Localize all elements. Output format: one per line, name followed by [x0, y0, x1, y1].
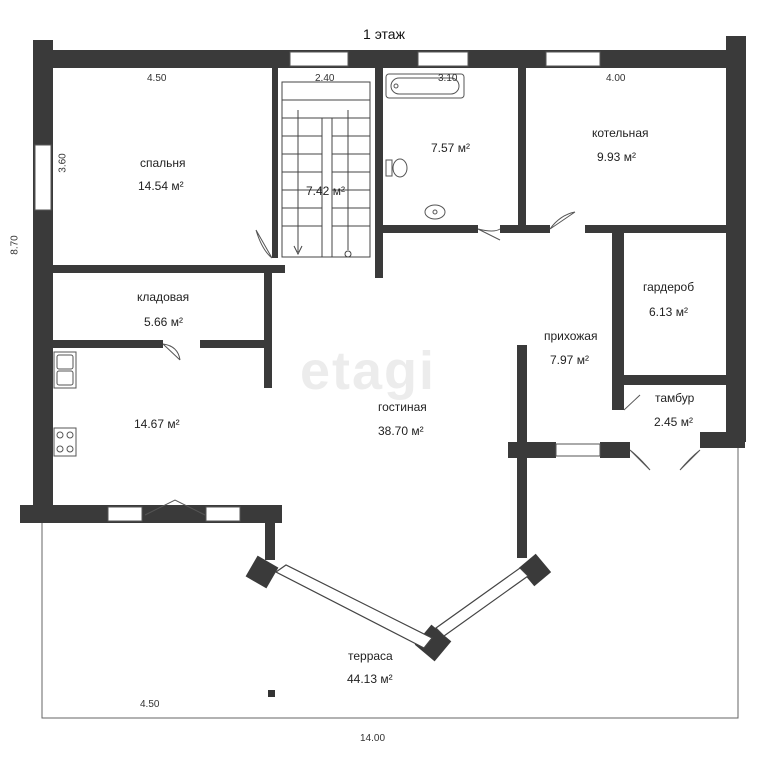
door-boiler — [549, 211, 576, 230]
room-living-name: гостиная — [378, 400, 427, 414]
wall-vest-top — [612, 375, 726, 385]
room-boiler-area: 9.93 м² — [597, 150, 636, 164]
room-wardrobe-area: 6.13 м² — [649, 305, 688, 319]
room-pantry-name: кладовая — [137, 290, 190, 304]
dim-bottom-total: 14.00 — [360, 733, 386, 744]
door-kitchen — [144, 499, 206, 516]
watermark: etagi — [300, 341, 437, 401]
room-stairs-area: 7.42 м² — [306, 184, 345, 198]
wall-stairs-left — [272, 68, 278, 258]
window-boiler — [545, 51, 601, 67]
dim-top-right: 4.00 — [606, 73, 626, 84]
room-bedroom-area: 14.54 м² — [138, 179, 184, 193]
toilet — [392, 158, 408, 178]
wall-hall-top-b — [585, 225, 726, 233]
wall-right — [726, 36, 746, 442]
room-boiler-name: котельная — [592, 126, 649, 140]
wall-top — [33, 50, 746, 68]
wall-bottom-left — [20, 505, 282, 523]
dim-left-bedroom: 3.60 — [57, 153, 69, 173]
bay-post-left — [245, 555, 279, 589]
wall-pantry-right — [264, 273, 272, 388]
wall-hall-bottom-c — [700, 432, 745, 448]
wall-pantry-bottom-a — [53, 340, 163, 348]
room-vestibule-name: тамбур — [655, 391, 695, 405]
window-hall-bottom — [555, 443, 601, 457]
wall-bath-right — [518, 68, 526, 228]
wall-hall-top-a — [500, 225, 550, 233]
wall-bedroom-bottom — [53, 265, 285, 273]
window-kitchen-b — [205, 506, 241, 522]
room-hallway-name: прихожая — [544, 329, 598, 343]
room-hallway-area: 7.97 м² — [550, 353, 589, 367]
dim-left-total: 8.70 — [9, 235, 21, 255]
wall-vest-left — [612, 385, 624, 410]
wall-hall-bottom-b — [600, 442, 630, 458]
door-pantry — [162, 343, 181, 361]
room-terrace-area: 44.13 м² — [347, 672, 393, 686]
room-bath-area: 7.57 м² — [431, 141, 470, 155]
door-vest-left — [623, 394, 641, 411]
wall-bath-bottom — [383, 225, 478, 233]
terrace-outline — [41, 448, 739, 719]
bay-post-right — [518, 553, 552, 587]
wall-wardrobe-left — [612, 233, 624, 383]
wall-living-left — [265, 510, 275, 560]
room-kitchen-area: 14.67 м² — [134, 417, 180, 431]
dim-top-stairs: 2.40 — [315, 73, 335, 84]
kitchen-stove — [53, 427, 77, 457]
bay-window-right — [435, 567, 529, 637]
floor-title: 1 этаж — [363, 26, 405, 42]
room-vestibule-area: 2.45 м² — [654, 415, 693, 429]
window-bath — [417, 51, 469, 67]
room-bedroom-name: спальня — [140, 156, 186, 170]
wall-hall-bottom-a — [508, 442, 556, 458]
room-wardrobe-name: гардероб — [643, 280, 695, 294]
room-pantry-area: 5.66 м² — [144, 315, 183, 329]
room-living-area: 38.70 м² — [378, 424, 424, 438]
wall-pantry-bottom-b — [200, 340, 272, 348]
dim-top-bath: 3.10 — [438, 73, 458, 84]
bay-window-left — [274, 564, 433, 649]
door-bath — [477, 228, 501, 241]
dim-top-left: 4.50 — [147, 73, 167, 84]
terrace-post — [268, 690, 275, 697]
window-bedroom — [34, 144, 52, 211]
wall-living-right — [517, 458, 527, 558]
door-vestibule — [629, 449, 701, 471]
wall-hall-left — [517, 345, 527, 445]
dim-bottom-terrace: 4.50 — [140, 699, 160, 710]
wall-left — [33, 40, 53, 510]
door-bedroom — [255, 229, 273, 259]
window-stairs — [289, 51, 349, 67]
stairs-frame — [281, 81, 371, 258]
room-terrace-name: терраса — [348, 649, 393, 663]
wall-stairs-right — [375, 68, 383, 278]
window-kitchen-a — [107, 506, 143, 522]
